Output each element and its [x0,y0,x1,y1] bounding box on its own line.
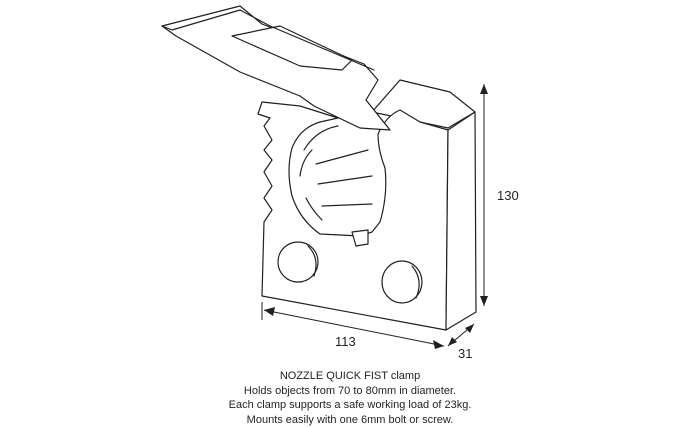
dim-arrow-width-left [264,307,275,316]
dim-arrow-height-top [480,84,488,94]
clamp-side-face [446,112,476,330]
dim-arrow-width-right [433,340,444,349]
caption-title: NOZZLE QUICK FIST clamp [150,369,550,384]
dim-arrow-height-bottom [480,296,488,306]
dim-label-depth: 31 [458,346,472,361]
dim-label-height: 130 [497,188,519,203]
caption-line-1: Holds objects from 70 to 80mm in diamete… [150,384,550,399]
dim-arrow-depth-right [465,324,474,333]
clamp-grip-ring [300,126,372,220]
clamp-body [258,102,448,330]
dim-label-width: 113 [335,334,356,349]
mount-hole-left [278,242,318,282]
caption: NOZZLE QUICK FIST clamp Holds objects fr… [150,369,550,427]
caption-line-2: Each clamp supports a safe working load … [150,398,550,413]
caption-line-3: Mounts easily with one 6mm bolt or screw… [150,413,550,427]
dim-arrow-depth-left [448,337,457,346]
